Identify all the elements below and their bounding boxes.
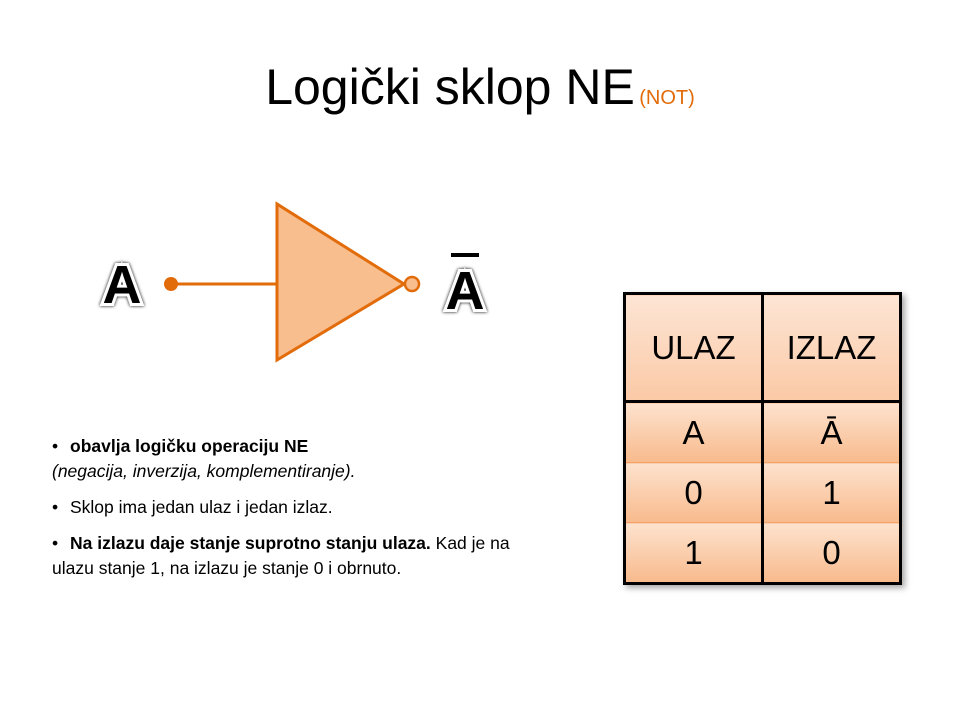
cell-output: 0 — [761, 522, 902, 585]
cell-input: 1 — [623, 522, 764, 585]
cell-input: 0 — [623, 462, 764, 523]
bullet-text: (negacija, inverzija, komplementiranje). — [52, 461, 356, 481]
table-header-row: ULAZ IZLAZ — [623, 292, 902, 403]
bullet-list: •obavlja logičku operaciju NE (negacija,… — [52, 434, 552, 592]
input-label: A — [103, 255, 142, 315]
title-text: Logički sklop NE — [265, 59, 635, 115]
slide-title: Logički sklop NE (NOT) — [0, 58, 960, 116]
output-label: A — [446, 261, 485, 321]
header-output: IZLAZ — [761, 292, 902, 403]
bullet-item: •obavlja logičku operaciju NE (negacija,… — [52, 436, 356, 481]
bullet-item: •Na izlazu daje stanje suprotno stanju u… — [52, 533, 510, 578]
output-overline — [451, 253, 479, 257]
bullet-bold: Na izlazu daje stanje suprotno stanju ul… — [70, 533, 431, 553]
table-row: 0 1 — [623, 462, 902, 523]
truth-table: ULAZ IZLAZ A Ā 0 1 1 0 — [623, 292, 902, 585]
input-terminal — [164, 277, 178, 291]
bullet-text: Sklop ima jedan ulaz i jedan izlaz. — [70, 497, 333, 517]
bullet-text: Kad je na ulazu stanje 1, na izlazu je s… — [52, 533, 510, 578]
cell-output: 1 — [761, 462, 902, 523]
table-row: 1 0 — [623, 522, 902, 585]
title-note: (NOT) — [639, 87, 695, 109]
inversion-bubble — [403, 275, 421, 293]
table-row: A Ā — [623, 401, 902, 463]
bullet-item: •Sklop ima jedan ulaz i jedan izlaz. — [52, 497, 333, 517]
not-gate-triangle — [275, 201, 407, 363]
cell-output: Ā — [761, 401, 902, 463]
bullet-bold: obavlja logičku operaciju NE — [70, 436, 309, 456]
cell-input: A — [623, 401, 764, 463]
header-input: ULAZ — [623, 292, 764, 403]
